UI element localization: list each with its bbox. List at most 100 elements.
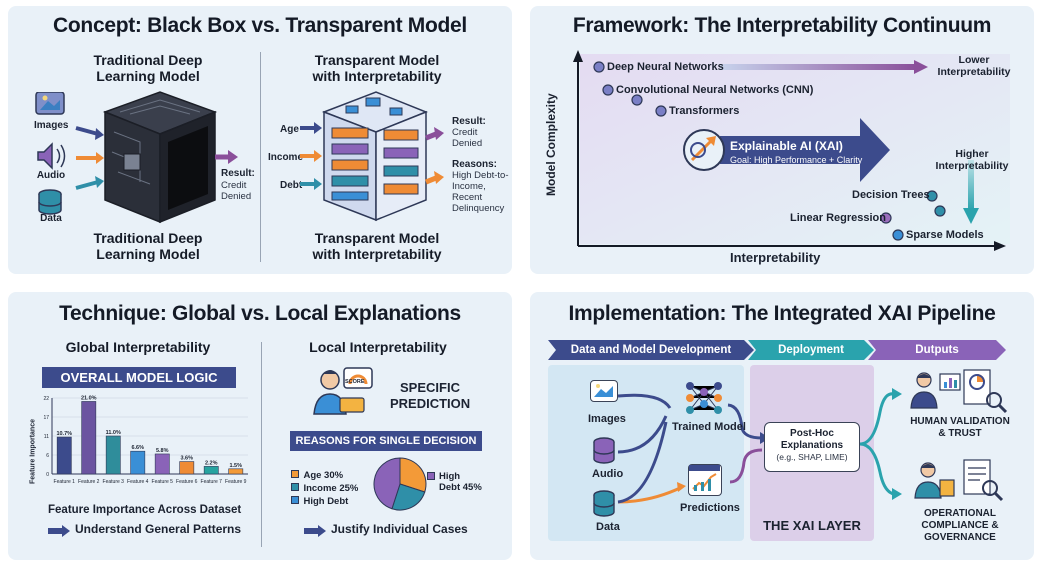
pie-slice-2 <box>391 483 426 511</box>
legend-high-debt-swatch <box>427 472 435 480</box>
black-box-footer: Traditional Deep Learning Model <box>93 230 203 262</box>
predictions-chart-icon <box>688 464 722 496</box>
reasons-value: High Debt-to-Income, Recent Delinquency <box>452 170 509 214</box>
bar-value-label: 21.0% <box>81 395 97 401</box>
model-transformers: Transformers <box>669 105 740 117</box>
xai-goal: Goal: High Performance + Clarity <box>730 155 863 165</box>
bar-chart-ylabel: Feature Importance <box>29 419 37 484</box>
transparent-header: Transparent Model with Interpretability <box>312 52 442 84</box>
legend-income-text: Income 25% <box>303 483 359 494</box>
trained-model-label: Trained Model <box>672 421 746 433</box>
y-axis-label: Model Complexity <box>544 93 558 196</box>
pipeline-flow <box>617 388 902 504</box>
bar-value-label: 5.8% <box>156 448 169 454</box>
feature-importance-chart: 10.7%Feature 121.0%Feature 211.0%Feature… <box>43 395 248 485</box>
pipeline-audio-label: Audio <box>592 468 624 480</box>
transparent-cube <box>300 91 444 222</box>
bar-2 <box>81 401 97 475</box>
decision-pie-chart <box>373 457 427 511</box>
bar-value-label: 2.2% <box>205 460 218 466</box>
framework-title: Framework: The Interpretability Continuu… <box>572 14 992 37</box>
divider <box>260 52 261 262</box>
implementation-title: Implementation: The Integrated XAI Pipel… <box>568 302 996 325</box>
local-banner: REASONS FOR SINGLE DECISION <box>290 431 482 451</box>
pie-slice-3 <box>373 457 401 510</box>
continuum-plot <box>573 50 1010 251</box>
bar-value-label: 6.6% <box>131 445 144 451</box>
result-label: Result: <box>221 168 255 179</box>
implementation-panel: Implementation: The Integrated XAI Pipel… <box>530 292 1034 560</box>
bar-y-tick: 22 <box>43 396 49 402</box>
feature-debt-label: Debt <box>280 180 303 191</box>
stage-development: Data and Model Development <box>548 340 754 360</box>
stage-deployment: Deployment <box>748 340 874 360</box>
global-bullet: Understand General Patterns <box>75 522 242 536</box>
output-compliance: OPERATIONAL COMPLIANCE & GOVERNANCE <box>921 508 999 543</box>
pipeline-audio-icon <box>593 437 615 464</box>
legend-debt-text: High Debt <box>303 496 349 507</box>
legend-age-text: Age 30% <box>303 470 344 481</box>
human-validation-icon <box>910 369 1008 414</box>
compliance-icon <box>914 459 1004 502</box>
bar-1 <box>56 436 72 475</box>
posthoc-box: Post-Hoc Explanations (e.g., SHAP, LIME) <box>764 422 860 472</box>
legend-income: Income 25% <box>291 478 358 496</box>
user-score-icon <box>313 367 373 415</box>
posthoc-sub: (e.g., SHAP, LIME) <box>776 452 848 462</box>
transparent-footer: Transparent Model with Interpretability <box>312 230 442 262</box>
arrow-right-icon <box>48 524 70 537</box>
local-bullet: Justify Individual Cases <box>331 522 468 536</box>
output-human-validation: HUMAN VALIDATION & TRUST <box>910 416 1010 439</box>
legend-high-debt <box>427 471 435 489</box>
reasons-label: Reasons: <box>452 159 498 170</box>
model-dnn: Deep Neural Networks <box>607 61 724 73</box>
divider-technique <box>261 342 262 547</box>
bar-3 <box>105 435 121 475</box>
transparent-result-value: Credit Denied <box>452 127 483 149</box>
global-caption: Feature Importance Across Dataset <box>48 504 242 516</box>
bar-category-label: Feature 1 <box>54 479 76 485</box>
concept-panel: Concept: Black Box vs. Transparent Model… <box>8 6 512 274</box>
legend-age: Age 30% <box>291 465 343 483</box>
lower-interpretability-label: Lower Interpretability <box>937 54 1011 78</box>
bar-value-label: 10.7% <box>56 431 72 437</box>
bar-y-tick: 0 <box>46 472 49 478</box>
stage-outputs: Dutputs <box>868 340 1006 360</box>
global-header: Global Interpretability <box>65 339 211 355</box>
bar-category-label: Feature 6 <box>176 479 198 485</box>
global-banner: OVERALL MODEL LOGIC <box>42 367 236 388</box>
bar-category-label: Feature 4 <box>127 479 149 485</box>
bar-category-label: Feature 7 <box>201 479 223 485</box>
bar-y-tick: 17 <box>43 415 49 421</box>
model-linear-regression: Linear Regression <box>790 212 886 224</box>
black-box-header: Traditional Deep Learning Model <box>93 52 203 84</box>
bar-8 <box>228 468 244 475</box>
pipeline-data-icon <box>593 490 615 517</box>
black-box-inputs <box>35 92 66 215</box>
score-label: SCORE <box>345 379 365 385</box>
model-decision-trees: Decision Trees <box>852 189 930 201</box>
feature-income-label: Income <box>268 152 304 163</box>
bar-value-label: 3.6% <box>180 456 193 462</box>
model-cnn: Convolutional Neural Networks (CNN) <box>616 84 814 96</box>
higher-interpretability-label: Higher Interpretability <box>935 148 1009 172</box>
bar-6 <box>179 461 195 475</box>
predictions-label: Predictions <box>680 502 740 514</box>
bar-value-label: 1.5% <box>229 463 242 469</box>
bar-y-tick: 11 <box>44 434 49 440</box>
bar-category-label: Feature 3 <box>103 479 125 485</box>
black-box-cube <box>75 91 238 224</box>
legend-income-swatch <box>291 482 299 491</box>
pipeline-images-icon <box>590 380 618 402</box>
arrow-right-icon-2 <box>304 524 326 537</box>
legend-debt-swatch <box>291 495 299 504</box>
bar-category-label: Feature 9 <box>225 479 247 485</box>
legend-high-debt-text: High Debt 45% <box>439 471 482 493</box>
technique-panel: Technique: Global vs. Local Explanations… <box>8 292 512 560</box>
bar-5 <box>154 453 170 475</box>
xai-layer-label: THE XAI LAYER <box>763 518 861 533</box>
posthoc-title: Post-Hoc Explanations <box>780 428 844 451</box>
pie-slice-1 <box>399 457 427 493</box>
result-value: Credit Denied <box>221 180 252 202</box>
database-icon <box>38 189 62 215</box>
